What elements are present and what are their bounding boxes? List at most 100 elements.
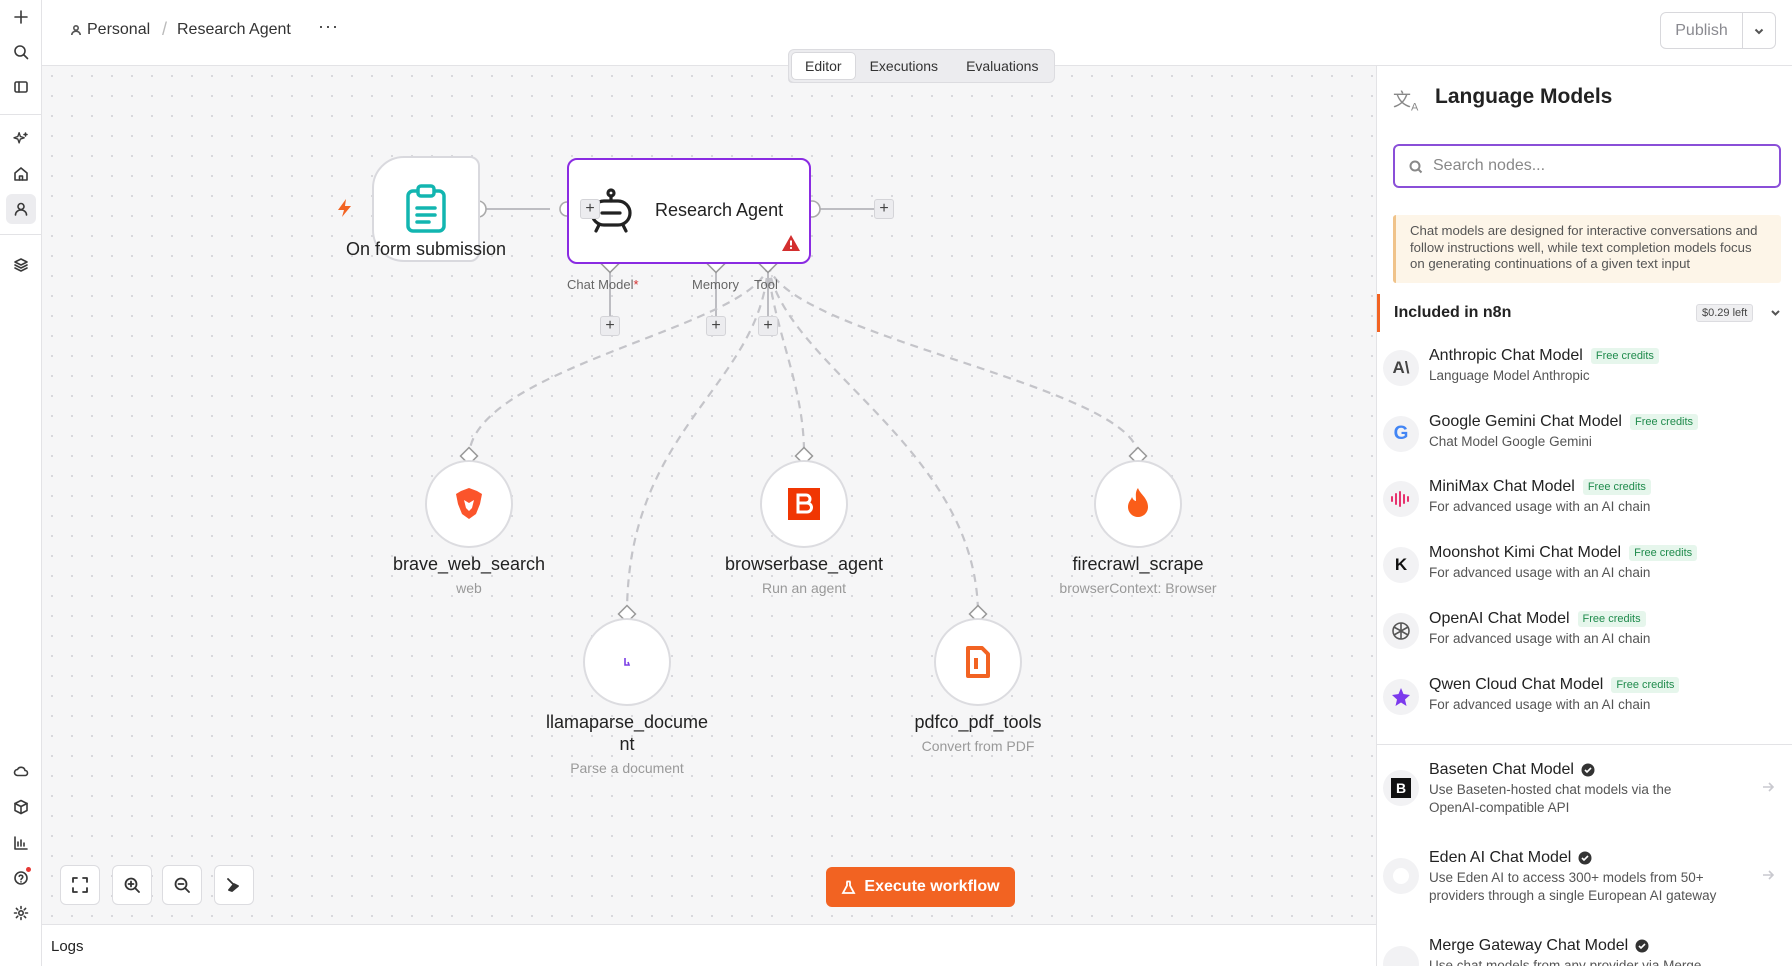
publish-button[interactable]: Publish	[1661, 13, 1743, 48]
model-name: Anthropic Chat Model	[1429, 347, 1583, 364]
model-item-eden-ai[interactable]: Eden AI Chat Model Use Eden AI to access…	[1377, 844, 1792, 922]
zoom-out-button[interactable]	[162, 865, 202, 905]
search-nodes-box	[1393, 144, 1781, 188]
llamaparse-document-node[interactable]	[583, 618, 671, 706]
sidebar-toggle-icon[interactable]	[6, 72, 36, 102]
free-credits-badge: Free credits	[1611, 677, 1680, 693]
breadcrumb-project-label: Personal	[87, 21, 151, 38]
included-in-n8n-section[interactable]: Included in n8n $0.29 left	[1377, 294, 1792, 332]
flask-icon	[841, 880, 856, 894]
chat-models-info-callout: Chat models are designed for interactive…	[1393, 215, 1781, 283]
trigger-node-label: On form submission	[345, 239, 507, 259]
breadcrumb-separator: /	[162, 19, 168, 39]
firecrawl-scrape-node[interactable]	[1094, 460, 1182, 548]
tidy-up-button[interactable]	[214, 865, 254, 905]
llama-icon	[624, 658, 631, 666]
help-icon[interactable]	[6, 863, 36, 893]
logs-label: Logs	[51, 938, 84, 955]
chat-model-text: Chat Model	[567, 277, 634, 292]
tab-executions[interactable]: Executions	[869, 58, 939, 74]
tab-evaluations[interactable]: Evaluations	[966, 58, 1039, 74]
google-icon: G	[1383, 416, 1419, 452]
tab-editor[interactable]: Editor	[792, 53, 855, 79]
chevron-down-icon	[1771, 310, 1780, 316]
more-options-button[interactable]: ···	[318, 16, 339, 36]
free-credits-badge: Free credits	[1577, 611, 1646, 627]
verified-badge-icon	[1581, 763, 1595, 777]
model-name: Baseten Chat Model	[1429, 761, 1574, 778]
tool-port-label: Tool	[754, 277, 778, 292]
workflow-name: Research Agent	[177, 21, 291, 38]
view-tab-bar: Editor Executions Evaluations	[788, 49, 1056, 83]
model-description: For advanced usage with an AI chain	[1429, 697, 1651, 712]
pdfco-icon	[966, 646, 990, 678]
personal-user-icon[interactable]	[6, 194, 36, 224]
pdfco-node-label: pdfco_pdf_tools	[914, 712, 1042, 732]
workflow-canvas[interactable]: On form submission Research Agent Chat M…	[42, 66, 1376, 924]
warning-icon	[782, 235, 800, 251]
openai-icon	[1383, 613, 1419, 649]
add-node-between-button[interactable]: +	[580, 199, 600, 219]
cube-icon[interactable]	[6, 792, 36, 822]
publish-dropdown-button[interactable]	[1743, 13, 1775, 48]
model-description: For advanced usage with an AI chain	[1429, 631, 1651, 646]
search-nodes-input[interactable]	[1433, 154, 1763, 178]
breadcrumb-project[interactable]: Personal	[70, 21, 150, 39]
brave-web-search-node[interactable]	[425, 460, 513, 548]
firecrawl-node-label: firecrawl_scrape	[1072, 554, 1204, 574]
model-name: Merge Gateway Chat Model	[1429, 937, 1629, 954]
sparkle-icon[interactable]	[6, 124, 36, 154]
pdfco-pdf-tools-node[interactable]	[934, 618, 1022, 706]
browserbase-agent-node[interactable]	[760, 460, 848, 548]
cloud-icon[interactable]	[6, 756, 36, 786]
execute-workflow-label: Execute workflow	[864, 878, 1000, 895]
pdfco-node-subtitle: Convert from PDF	[921, 738, 1035, 754]
add-memory-button[interactable]: +	[706, 316, 726, 336]
insights-chart-icon[interactable]	[6, 828, 36, 858]
agent-node-label: Research Agent	[655, 200, 784, 220]
required-asterisk: *	[633, 277, 639, 292]
model-item-baseten[interactable]: B Baseten Chat Model Use Baseten-hosted …	[1377, 756, 1792, 834]
zoom-out-icon	[174, 877, 190, 893]
chat-model-port-label: Chat Model*	[567, 277, 639, 292]
add-icon[interactable]	[6, 2, 36, 32]
research-agent-node[interactable]: Research Agent	[567, 158, 811, 264]
home-icon[interactable]	[6, 159, 36, 189]
zoom-in-button[interactable]	[112, 865, 152, 905]
memory-port-label: Memory	[692, 277, 739, 292]
model-item-merge-gateway[interactable]: Merge Gateway Chat Model Use chat models…	[1377, 932, 1792, 966]
add-chat-model-button[interactable]: +	[600, 316, 620, 336]
model-description-line1: Use chat models from any provider via Me…	[1429, 958, 1702, 966]
free-credits-badge: Free credits	[1629, 545, 1698, 561]
tool-connection-llamaparse	[625, 263, 770, 615]
section-title: Included in n8n	[1394, 304, 1512, 321]
free-credits-badge: Free credits	[1582, 479, 1651, 495]
execute-workflow-button[interactable]: Execute workflow	[826, 867, 1015, 907]
trigger-node[interactable]	[372, 156, 480, 262]
rail-divider	[0, 234, 42, 235]
fire-icon	[1128, 488, 1148, 517]
browserbase-node-label: browserbase_agent	[724, 554, 884, 574]
zoom-in-icon	[124, 877, 140, 893]
layers-icon[interactable]	[6, 250, 36, 280]
add-next-node-button[interactable]: +	[874, 199, 894, 219]
model-name: Moonshot Kimi Chat Model	[1429, 544, 1622, 561]
fit-view-button[interactable]	[60, 865, 100, 905]
logs-bar[interactable]: Logs	[42, 924, 1376, 966]
llamaparse-node-label-line2: nt	[619, 734, 635, 754]
search-icon[interactable]	[6, 37, 36, 67]
breadcrumb-workflow[interactable]: Research Agent	[177, 21, 291, 39]
arrow-right-icon	[1763, 870, 1775, 880]
verified-badge-icon	[1635, 939, 1649, 953]
panel-title: Language Models	[1435, 85, 1613, 108]
lightning-icon	[338, 199, 351, 217]
settings-gear-icon[interactable]	[6, 898, 36, 928]
free-credits-badge: Free credits	[1590, 348, 1659, 364]
add-tool-button[interactable]: +	[758, 316, 778, 336]
